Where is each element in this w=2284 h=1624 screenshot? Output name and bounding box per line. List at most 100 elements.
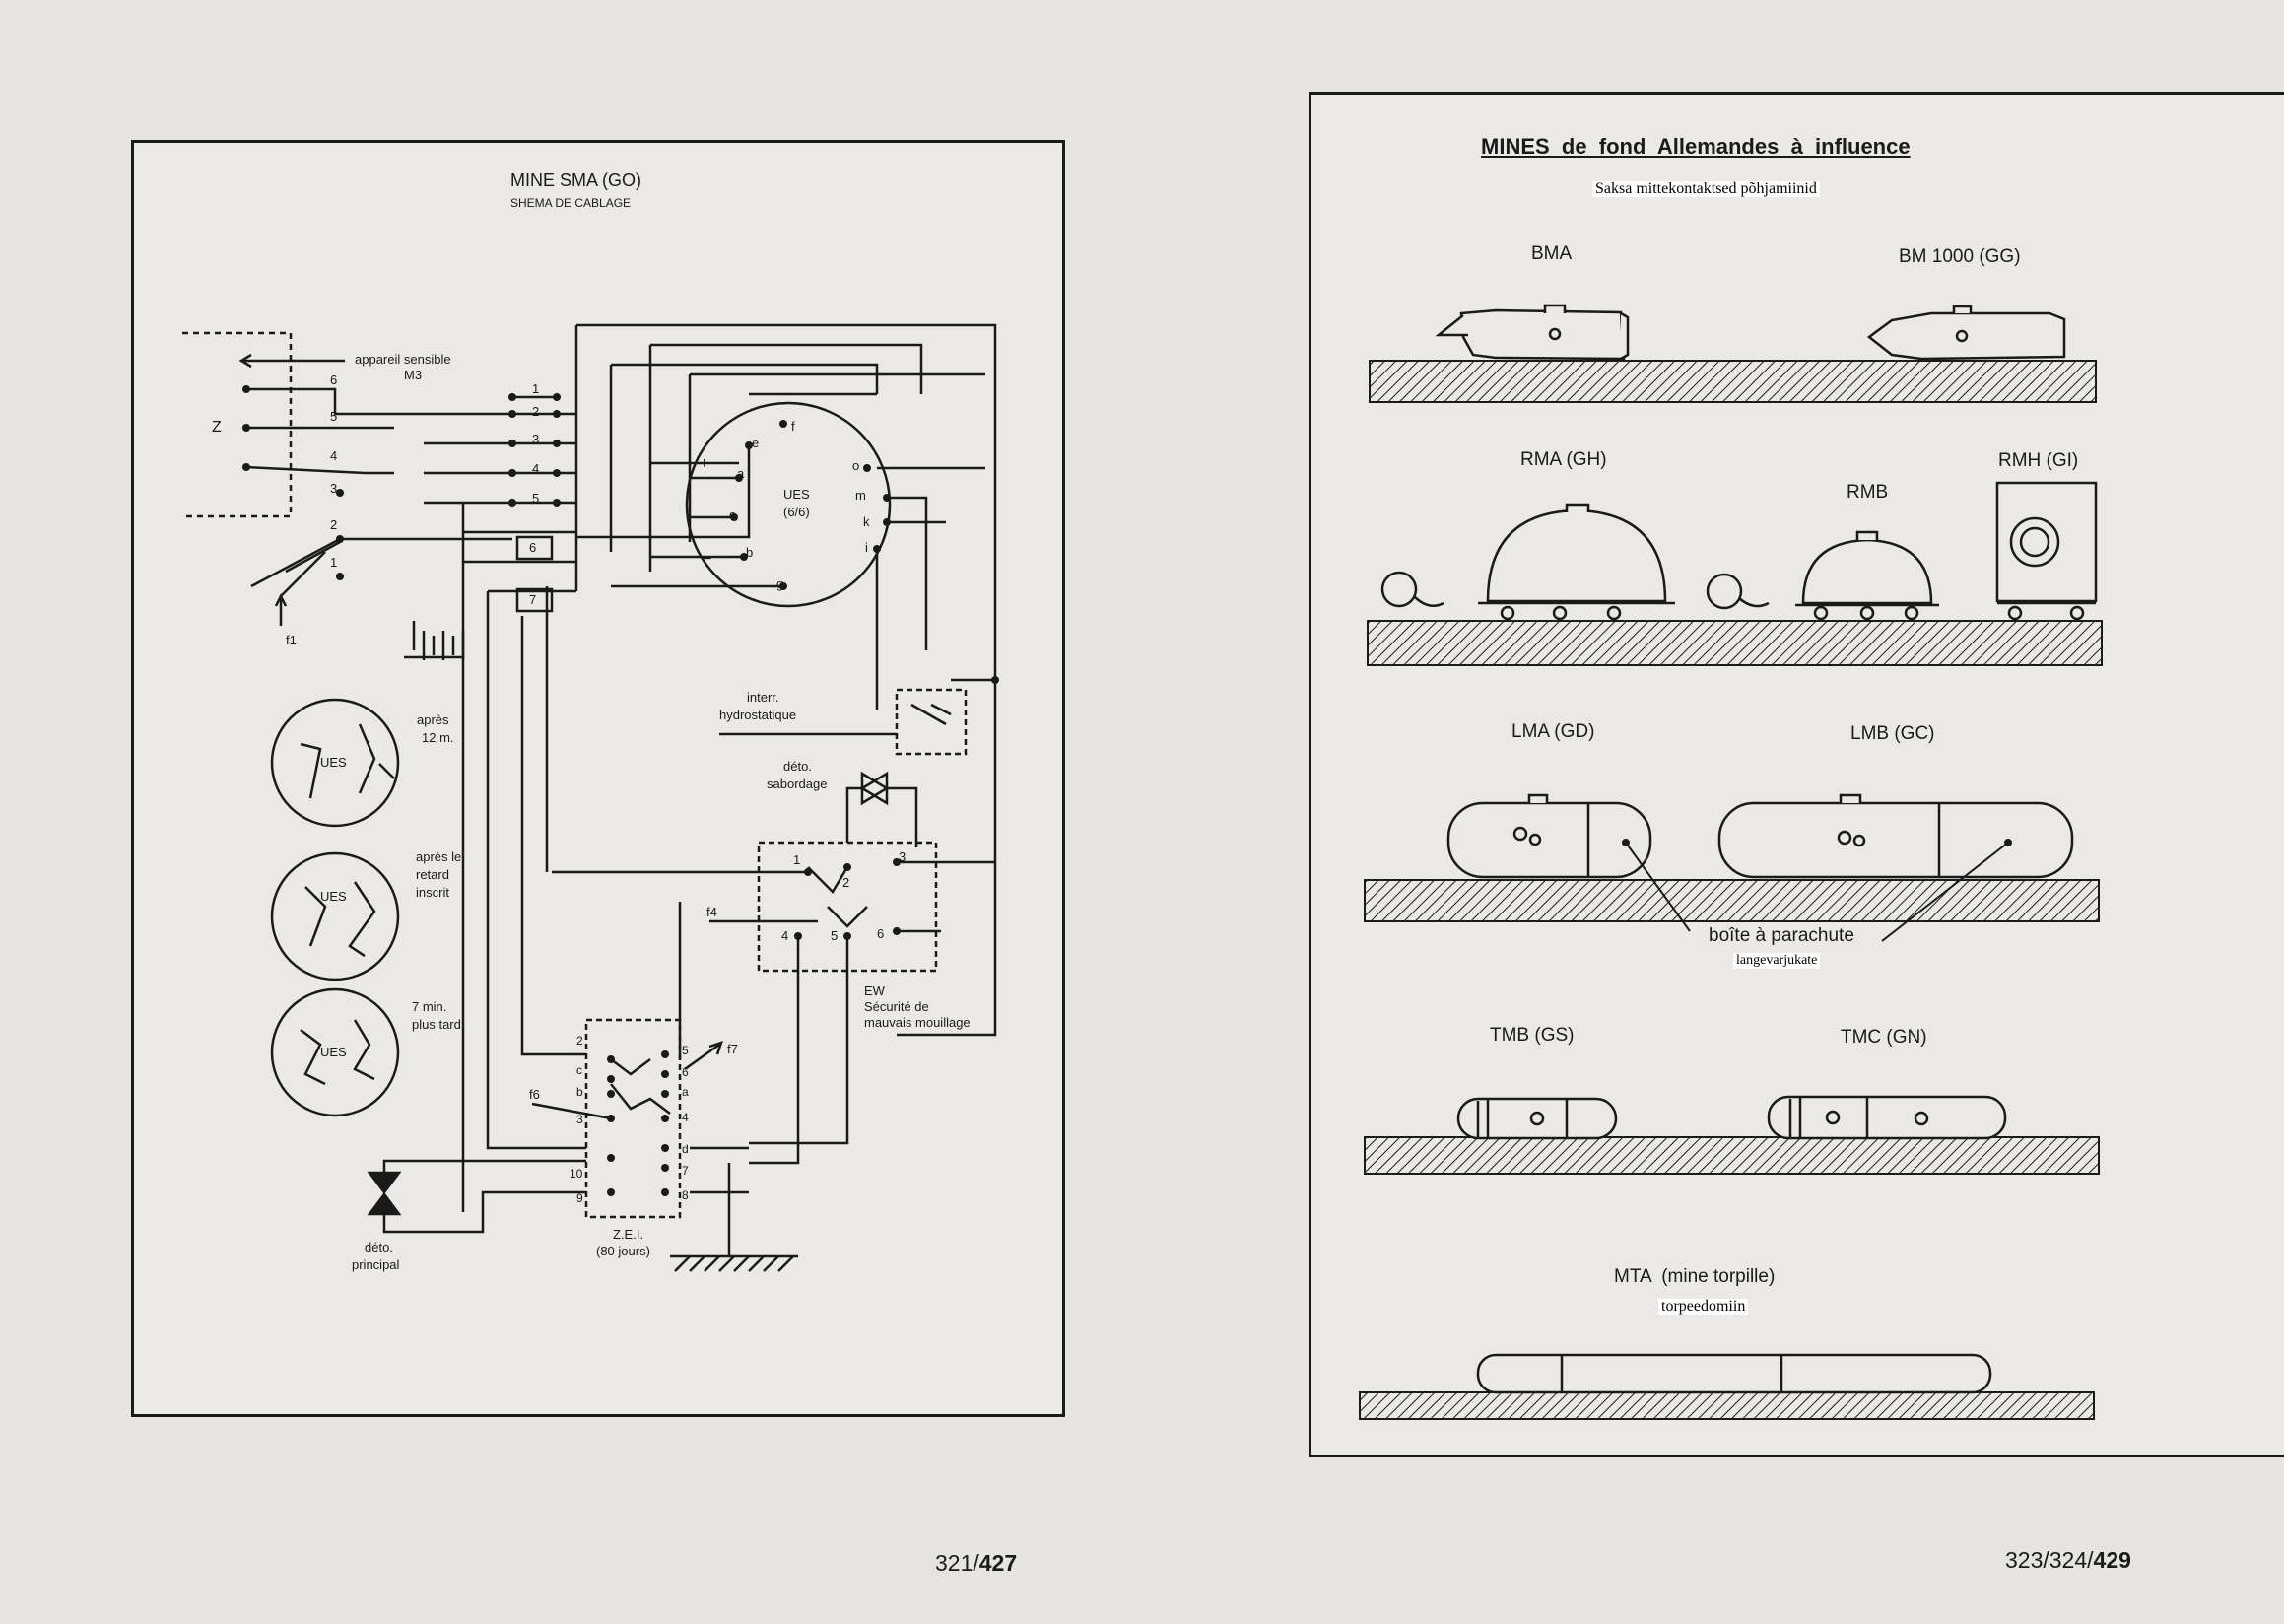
label-apres-12-a: après	[417, 712, 449, 727]
bma-mine	[1459, 308, 1626, 361]
zei-right-pin-4: 4	[682, 1111, 689, 1124]
zei-right-pin-d: d	[682, 1142, 689, 1156]
wiring-diagram-panel	[131, 140, 1065, 1417]
label-rma: RMA (GH)	[1520, 449, 1607, 470]
left-page-number-bold: 427	[978, 1550, 1018, 1576]
zei-right-pin-8: 8	[682, 1188, 689, 1202]
label-rmb: RMB	[1847, 482, 1889, 503]
ew-pin-2: 2	[842, 875, 850, 890]
lmb-mine	[1717, 801, 2074, 879]
label-apres-le-b: retard	[416, 867, 449, 882]
mines-illustration	[1359, 304, 2103, 1420]
label-m3: M3	[404, 368, 423, 382]
label-deto-sabordage-2: sabordage	[767, 777, 828, 791]
label-apres-12-b: 12 m.	[422, 730, 454, 745]
parachute-leader-1	[1625, 842, 1691, 932]
label-deto-principal-2: principal	[352, 1257, 400, 1272]
zei-right-pin-5: 5	[682, 1044, 689, 1057]
seabed-4	[1364, 1136, 2100, 1175]
seabed-2	[1367, 620, 2103, 666]
label-f1: f1	[286, 633, 297, 647]
right-page-number-prefix: 323/324/	[2005, 1547, 2094, 1573]
label-securite: Sécurité de	[864, 999, 929, 1014]
terminal-5: 5	[532, 491, 540, 506]
zei-right-pin-a: a	[682, 1085, 689, 1099]
label-f7: f7	[727, 1042, 738, 1056]
small-ues-label-1: UES	[320, 755, 347, 770]
ues-pin-g: g	[776, 576, 784, 591]
terminal-6: 6	[529, 540, 537, 555]
terminal-1: 1	[532, 381, 540, 396]
label-80-jours: (80 jours)	[596, 1244, 650, 1258]
lma-mine	[1446, 801, 1652, 879]
tmc-mine	[1767, 1095, 2007, 1140]
connector-pin-1: 1	[330, 555, 338, 570]
terminal-4: 4	[532, 461, 540, 476]
ues-pin-i: i	[865, 540, 868, 555]
ues-plus-sign: +	[700, 455, 709, 472]
zei-left-pin-c: c	[576, 1063, 582, 1077]
connector-pin-2: 2	[330, 517, 338, 532]
connector-pin-4: 4	[330, 448, 338, 463]
ew-pin-6: 6	[877, 926, 885, 941]
zei-left-pin-2: 2	[576, 1034, 583, 1048]
label-zei: Z.E.I.	[613, 1227, 644, 1242]
ues-pin-k: k	[863, 514, 870, 529]
ues-ratio-label: (6/6)	[783, 505, 810, 519]
zei-left-pin-10: 10	[570, 1167, 583, 1181]
ew-pin-5: 5	[831, 928, 839, 943]
wiring-diagram	[182, 323, 999, 1272]
label-lma: LMA (GD)	[1511, 721, 1595, 742]
ew-pin-4: 4	[781, 928, 789, 943]
ew-pin-1: 1	[793, 852, 801, 867]
label-appareil-sensible: appareil sensible	[355, 352, 451, 367]
connector-pin-6: 6	[330, 372, 338, 387]
zei-right-pin-6: 6	[682, 1065, 689, 1079]
label-f6: f6	[529, 1087, 540, 1102]
zei-left-pin-3: 3	[576, 1113, 583, 1126]
label-f4: f4	[706, 905, 717, 919]
label-boite-a-parachute: boîte à parachute	[1709, 925, 1854, 946]
connector-pin-3: 3	[330, 481, 338, 496]
right-page-number: 323/324/429	[2005, 1547, 2131, 1574]
label-mta-translation: torpeedomiin	[1658, 1299, 1749, 1315]
ew-pin-3: 3	[899, 849, 907, 864]
zei-left-pin-b: b	[576, 1085, 583, 1099]
seabed-1	[1369, 360, 2097, 403]
label-rmh: RMH (GI)	[1998, 450, 2079, 471]
label-apres-le-c: inscrit	[416, 885, 449, 900]
label-ew: EW	[864, 983, 885, 998]
mta-mine	[1476, 1353, 1992, 1394]
terminal-3: 3	[532, 432, 540, 446]
ues-pin-m: m	[855, 488, 866, 503]
left-page-number: 321/427	[935, 1550, 1017, 1577]
label-mauvais-mouillage: mauvais mouillage	[864, 1015, 971, 1030]
ues-pin-e: e	[752, 436, 760, 450]
small-ues-label-2: UES	[320, 889, 347, 904]
label-boite-translation: langevarjukate	[1733, 953, 1821, 969]
ues-pin-b: b	[746, 545, 754, 560]
ues-label: UES	[783, 487, 810, 502]
zei-left-pin-9: 9	[576, 1191, 583, 1205]
connector-pin	[242, 385, 250, 393]
label-bm1000: BM 1000 (GG)	[1899, 246, 2021, 267]
diagram-subtitle: SHEMA DE CABLAGE	[510, 196, 632, 210]
parachute-leader-2	[1881, 842, 2009, 942]
label-deto-principal-1: déto.	[365, 1240, 393, 1254]
label-mta: MTA (mine torpille)	[1614, 1266, 1776, 1287]
diagram-title: MINE SMA (GO)	[510, 170, 642, 190]
label-tmb: TMB (GS)	[1490, 1025, 1575, 1046]
label-bma: BMA	[1531, 243, 1573, 264]
terminal-2: 2	[532, 404, 540, 419]
ues-minus-sign: −	[703, 551, 712, 568]
zei-right-pin-7: 7	[682, 1164, 689, 1178]
small-ues-label-3: UES	[320, 1045, 347, 1059]
label-lmb: LMB (GC)	[1850, 723, 1935, 744]
rmb-mine	[1801, 538, 1933, 605]
label-z: Z	[212, 419, 222, 436]
mines-title: MINES de fond Allemandes à influence	[1481, 134, 1911, 159]
right-page: MINES de fond Allemandes à influence Sak…	[1143, 0, 2284, 1624]
label-7-min-a: 7 min.	[412, 999, 447, 1014]
label-interr: interr.	[747, 690, 779, 705]
connector-pin-5: 5	[330, 409, 338, 424]
